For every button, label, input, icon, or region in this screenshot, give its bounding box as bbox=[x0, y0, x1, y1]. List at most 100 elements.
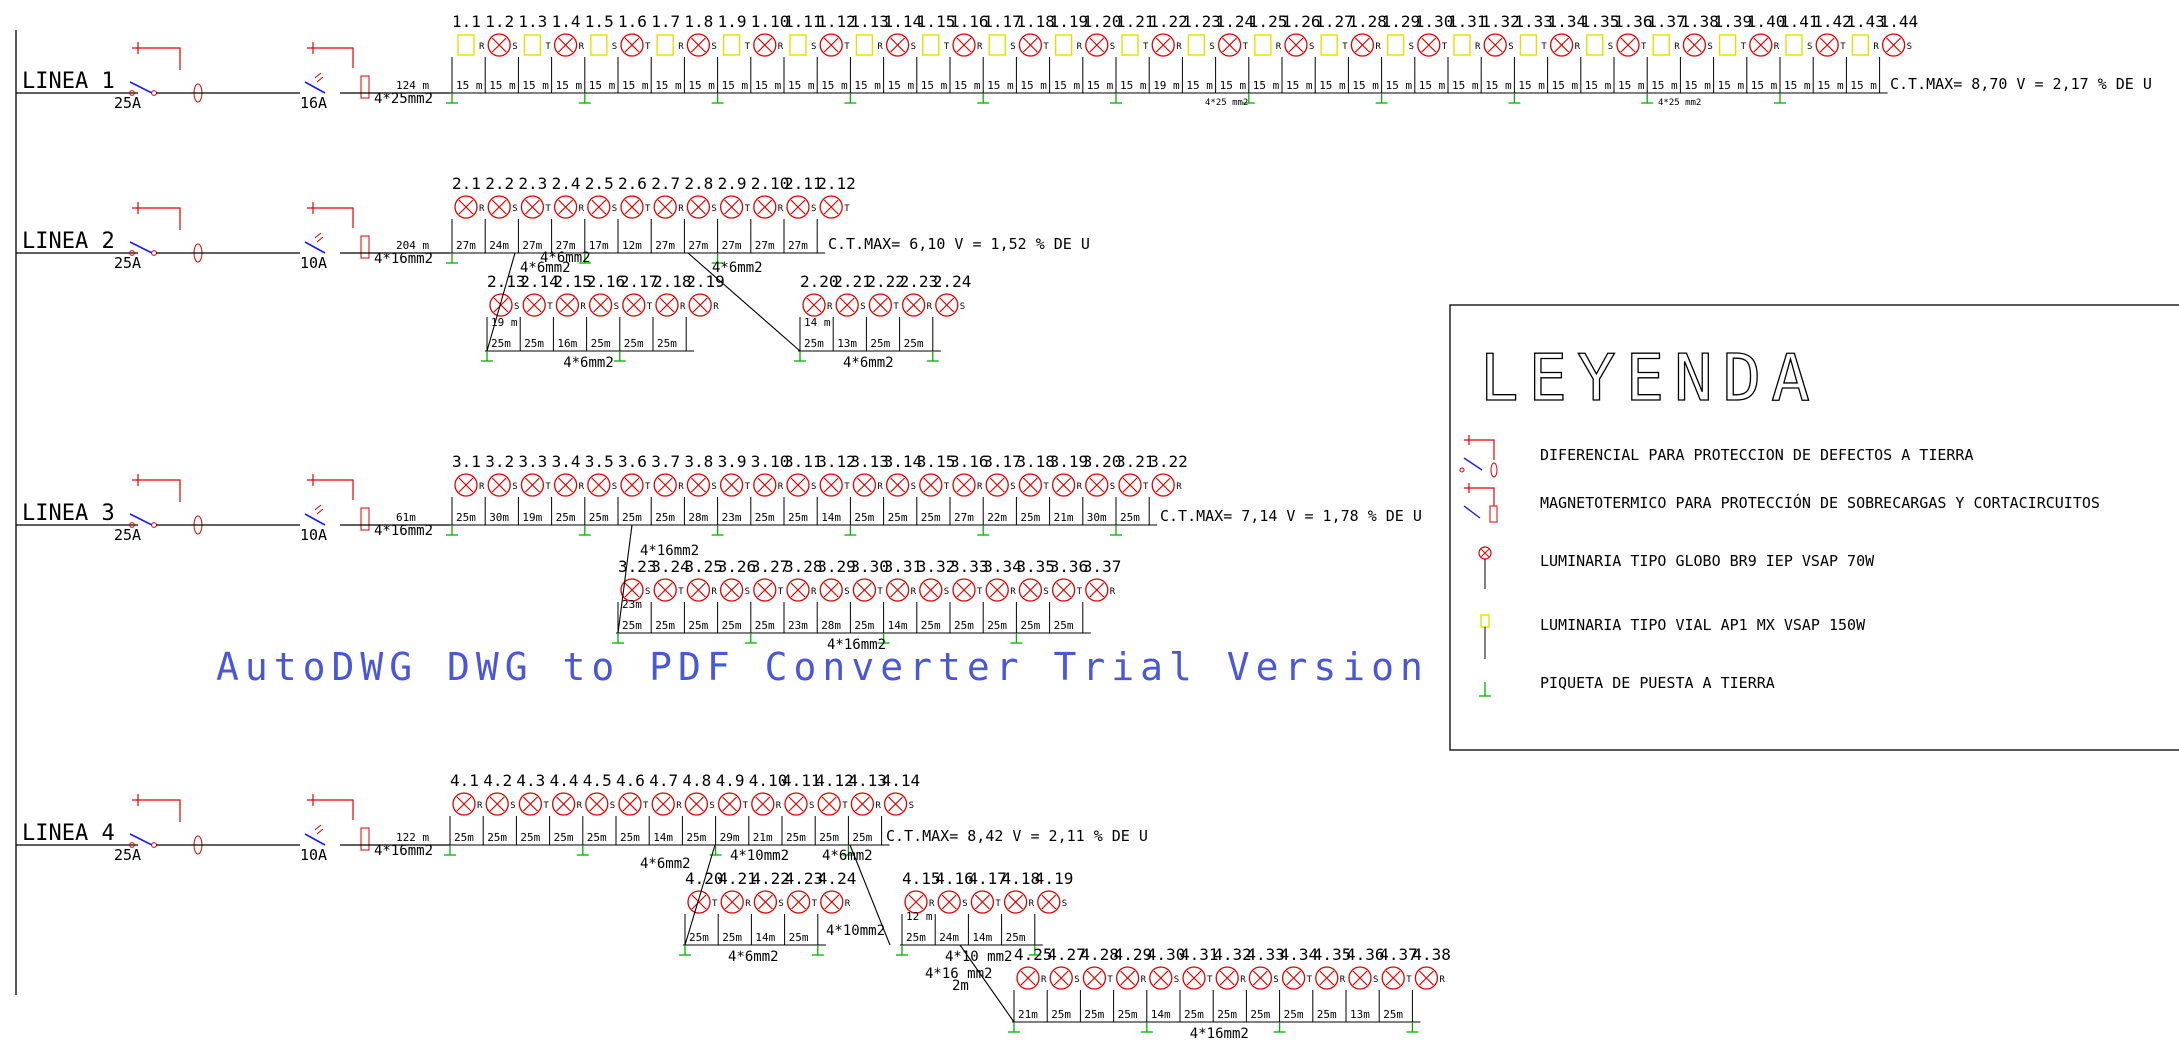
luminaire-number: 2.16 bbox=[587, 272, 626, 291]
luminaire-number: 3.35 bbox=[1016, 557, 1055, 576]
breaker-switch bbox=[304, 241, 326, 254]
globe-luminaire-icon bbox=[1082, 966, 1107, 990]
globe-cross bbox=[1008, 894, 1024, 910]
luminaire-number: 4.8 bbox=[682, 771, 711, 790]
globe-luminaire-icon bbox=[555, 293, 580, 317]
globe-cross bbox=[624, 199, 640, 215]
phase-letter: R bbox=[977, 42, 983, 52]
globe-luminaire-icon bbox=[719, 578, 744, 602]
segment-length: 25m bbox=[788, 511, 808, 524]
globe-luminaire: 1.44S bbox=[1879, 12, 1918, 93]
phase-letter: S bbox=[512, 42, 517, 52]
globe-luminaire-icon bbox=[620, 473, 644, 497]
segment-length: 24m bbox=[939, 931, 959, 944]
globe-luminaire-icon bbox=[618, 792, 642, 816]
luminaire-number: 1.42 bbox=[1813, 12, 1852, 31]
globe-luminaire-icon bbox=[919, 473, 943, 497]
row-cable: 4*16mm2 bbox=[827, 637, 886, 653]
globe-luminaire-icon bbox=[1682, 33, 1707, 57]
globe-luminaire-icon bbox=[1085, 578, 1109, 602]
luminaire-number: 4.30 bbox=[1147, 945, 1186, 964]
phase-letter: S bbox=[811, 482, 816, 492]
globe-cross bbox=[956, 477, 972, 493]
globe-cross bbox=[657, 199, 673, 215]
road-luminaire-icon bbox=[523, 34, 542, 56]
phase-letter: T bbox=[1840, 42, 1846, 52]
luminaire-number: 1.38 bbox=[1680, 12, 1719, 31]
segment-length: 15 m bbox=[589, 79, 616, 92]
luminaire-number: 3.5 bbox=[585, 452, 614, 471]
globe-cross bbox=[890, 37, 906, 53]
globe-cross bbox=[1288, 37, 1304, 53]
road-luminaire-icon bbox=[1718, 34, 1737, 56]
road-luminaire-icon bbox=[1652, 34, 1670, 56]
globe-cross bbox=[724, 894, 740, 910]
cable-label: 2m bbox=[952, 978, 969, 994]
segment-length: 14m bbox=[972, 931, 992, 944]
phase-letter: S bbox=[612, 482, 617, 492]
road-luminaire-icon bbox=[1121, 34, 1139, 56]
globe-cross bbox=[989, 477, 1005, 493]
globe-cross bbox=[526, 297, 542, 313]
segment-length: 15 m bbox=[722, 79, 749, 92]
line-label: LINEA 1 bbox=[22, 69, 115, 94]
phase-letter: T bbox=[745, 204, 751, 214]
globe-luminaire-icon bbox=[952, 33, 976, 57]
phase-letter: R bbox=[579, 42, 585, 52]
feed-length: 61m bbox=[396, 511, 416, 524]
luminaire-number: 2.5 bbox=[585, 174, 614, 193]
segment-length: 27m bbox=[655, 239, 675, 252]
breaker-fuse bbox=[360, 507, 370, 531]
luminaire-number: 4.5 bbox=[583, 771, 612, 790]
segment-length: 25m bbox=[906, 931, 926, 944]
phase-letter: S bbox=[1010, 482, 1015, 492]
luminaire-number: 3.11 bbox=[784, 452, 823, 471]
row-note: 4*25 mm2 bbox=[1205, 98, 1248, 108]
segment-length: 25m bbox=[1217, 1008, 1237, 1021]
road-luminaire-icon bbox=[1586, 34, 1604, 56]
globe-luminaire-icon bbox=[686, 578, 711, 602]
segment-length: 25m bbox=[786, 831, 806, 844]
globe-cross bbox=[690, 37, 706, 53]
segment-length: 25m bbox=[954, 619, 974, 632]
phase-letter: S bbox=[614, 302, 619, 312]
segment-length: 27m bbox=[456, 239, 476, 252]
segment-length: 25m bbox=[1051, 1008, 1071, 1021]
segment-length: 25m bbox=[587, 831, 607, 844]
luminaire-number: 1.11 bbox=[784, 12, 823, 31]
cable-label: 4*16mm2 bbox=[640, 543, 699, 559]
luminaire-number: 4.7 bbox=[649, 771, 678, 790]
globe-luminaire-icon bbox=[753, 33, 777, 57]
phase-letter: S bbox=[844, 587, 849, 597]
phase-letter: T bbox=[1541, 42, 1547, 52]
segment-length: 15 m bbox=[1120, 79, 1147, 92]
segment-length: 25m bbox=[1120, 511, 1140, 524]
segment-length: 27m bbox=[522, 239, 542, 252]
phase-letter: R bbox=[778, 42, 784, 52]
globe-luminaire-icon bbox=[1037, 890, 1061, 914]
globe-luminaire-icon bbox=[1085, 33, 1109, 57]
globe-luminaire-icon bbox=[786, 195, 810, 219]
feed-cable: 4*16mm2 bbox=[374, 843, 433, 859]
road-luminaire-icon bbox=[1054, 34, 1073, 56]
globe-cross bbox=[626, 297, 642, 313]
segment-length: 25m bbox=[589, 511, 609, 524]
globe-cross bbox=[956, 582, 972, 598]
globe-cross bbox=[923, 477, 939, 493]
globe-luminaire-icon bbox=[819, 578, 843, 602]
phase-letter: S bbox=[1110, 482, 1115, 492]
segment-length: 23m bbox=[788, 619, 808, 632]
branch-wire bbox=[617, 524, 633, 634]
phase-letter: T bbox=[1043, 482, 1049, 492]
